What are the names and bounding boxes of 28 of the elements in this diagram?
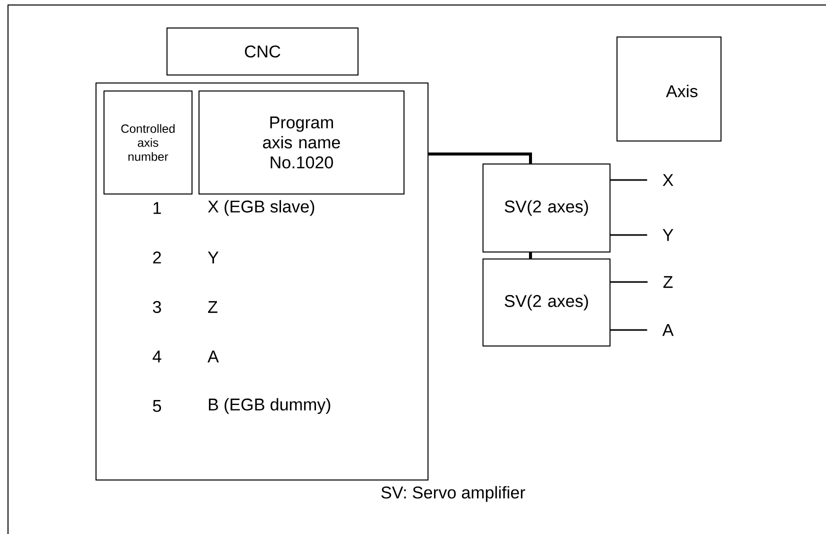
- panel-box: [96, 82, 428, 480]
- amplifier-box: SV(2 axes): [482, 258, 610, 346]
- row-number: 4: [152, 350, 162, 362]
- axis-name: B (EGB dummy): [208, 398, 330, 414]
- axis-name: Y: [208, 252, 218, 264]
- connector-line: [428, 152, 532, 164]
- connector-line: [610, 281, 648, 283]
- axis-name: X (EGB slave): [208, 200, 314, 216]
- axis-name: Z: [208, 301, 218, 313]
- connector-line: [529, 252, 532, 258]
- axis-label: X: [662, 174, 674, 186]
- axis-label: Y: [662, 229, 674, 241]
- connector-line: [610, 234, 648, 236]
- row-number: 2: [153, 252, 161, 264]
- title-box: CNC: [166, 28, 358, 76]
- connector-line: [610, 329, 648, 331]
- legend-box: Axis: [616, 36, 722, 142]
- amplifier-box: SV(2 axes): [482, 164, 610, 252]
- header-box: Controlled axis number: [104, 90, 192, 194]
- axis-label: Z: [663, 276, 673, 288]
- connector-line: [610, 179, 648, 181]
- caption: SV: Servo amplifier: [381, 486, 526, 502]
- header-box: Program axis name No.1020: [198, 90, 404, 194]
- row-number: 3: [152, 300, 161, 314]
- axis-label: A: [662, 324, 674, 336]
- axis-name: A: [208, 350, 219, 362]
- row-number: 1: [154, 202, 161, 214]
- row-number: 5: [152, 400, 162, 412]
